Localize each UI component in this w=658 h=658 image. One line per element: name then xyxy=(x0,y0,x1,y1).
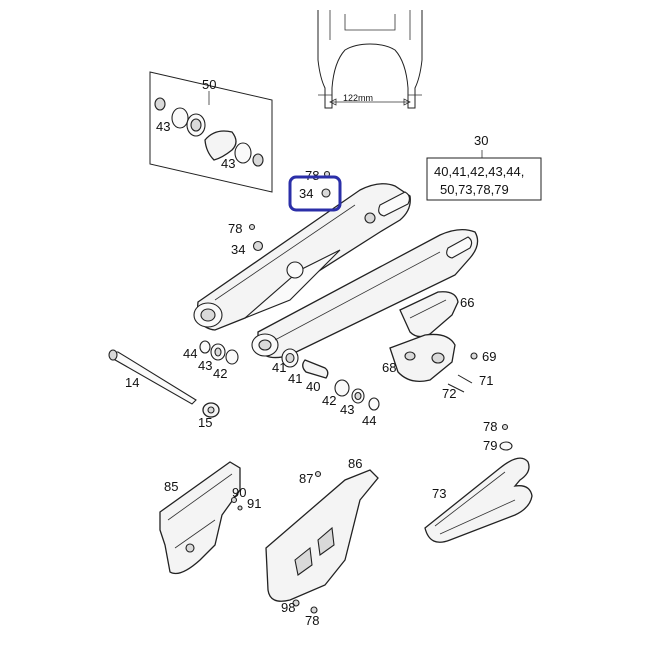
part-label-44: 44 xyxy=(362,413,376,428)
part-label-15: 15 xyxy=(198,415,212,430)
part-label-42: 42 xyxy=(322,393,336,408)
kit-contents-line-1: 40,41,42,43,44, xyxy=(434,164,524,179)
chain-slider: 78 79 73 xyxy=(424,419,533,543)
dimension-label: 122mm xyxy=(343,93,373,103)
kit-contents-line-2: 50,73,78,79 xyxy=(440,182,509,197)
chain-guard: 85 90 91 xyxy=(159,461,261,575)
part-label-68: 68 xyxy=(382,360,396,375)
part-label-72: 72 xyxy=(442,386,456,401)
part-label-91: 91 xyxy=(247,496,261,511)
part-label-78: 78 xyxy=(483,419,497,434)
part-label-43: 43 xyxy=(156,119,170,134)
part-label-78: 78 xyxy=(228,221,242,236)
chain-guard-rear: 86 87 98 78 xyxy=(265,456,379,628)
part-label-86: 86 xyxy=(348,456,362,471)
part-label-34: 34 xyxy=(231,242,245,257)
part-label-78: 78 xyxy=(305,613,319,628)
part-label-98: 98 xyxy=(281,600,295,615)
part-label-50: 50 xyxy=(202,77,216,92)
kit-contents-box xyxy=(426,157,542,201)
part-label-69: 69 xyxy=(482,349,496,364)
kit-number: 30 xyxy=(474,133,488,148)
part-label-44: 44 xyxy=(183,346,197,361)
pivot-bearings-left: 44 43 42 xyxy=(183,340,239,381)
part-label-43: 43 xyxy=(340,402,354,417)
part-label-41: 41 xyxy=(288,371,302,386)
part-label-71: 71 xyxy=(479,373,493,388)
pivot-axle: 14 15 xyxy=(108,349,220,430)
part-label-43: 43 xyxy=(198,358,212,373)
part-label-14: 14 xyxy=(125,375,139,390)
kit-box: 30 40,41,42,43,44, 50,73,78,79 xyxy=(426,133,542,201)
bearing-kit-panel: 50 43 43 xyxy=(149,71,273,193)
part-label-85: 85 xyxy=(164,479,178,494)
part-label-43: 43 xyxy=(221,156,235,171)
part-label-79: 79 xyxy=(483,438,497,453)
swingarm-top-view: 122mm xyxy=(317,10,423,109)
part-label-87: 87 xyxy=(299,471,313,486)
highlight-box xyxy=(288,175,342,212)
part-label-66: 66 xyxy=(460,295,474,310)
swingarm-body xyxy=(193,183,479,359)
part-label-73: 73 xyxy=(432,486,446,501)
part-label-34: 34 xyxy=(299,186,313,201)
part-label-41: 41 xyxy=(272,360,286,375)
pivot-bearings-right: 41 41 40 42 43 44 xyxy=(272,348,380,428)
part-label-40: 40 xyxy=(306,379,320,394)
part-label-42: 42 xyxy=(213,366,227,381)
chain-guide-bolt-group: 78 34 78 34 xyxy=(228,168,342,257)
part-label-90: 90 xyxy=(232,485,246,500)
chain-guide-assembly: 66 68 69 71 72 xyxy=(382,291,496,401)
